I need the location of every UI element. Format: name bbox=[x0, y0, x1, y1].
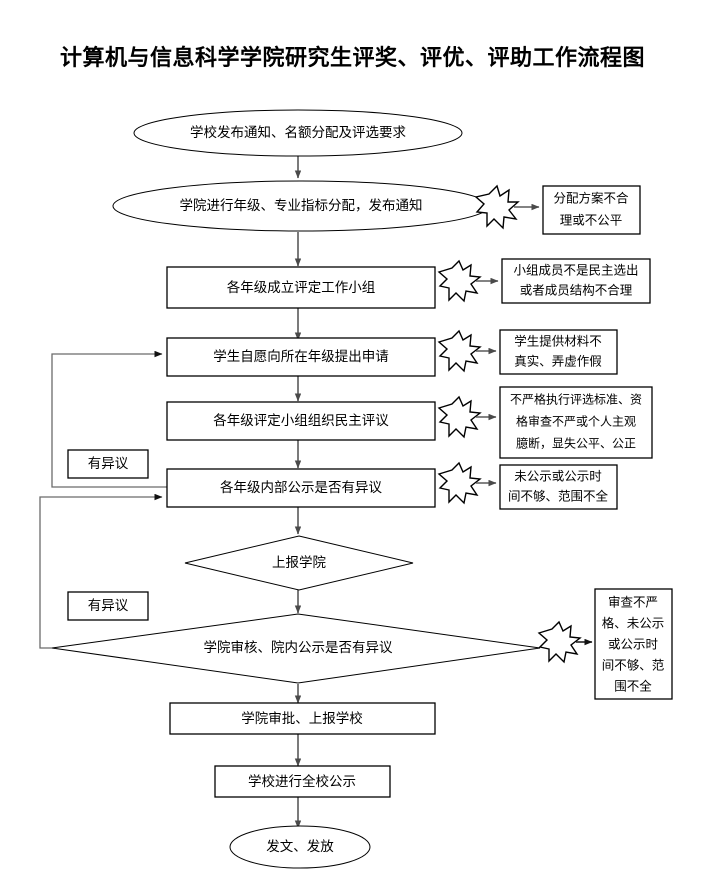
loop-label-objection-1: 有异议 bbox=[67, 449, 149, 479]
node-label: 学院审批、上报学校 bbox=[241, 710, 363, 727]
risk-burst-2 bbox=[437, 259, 499, 303]
node-label: 各年级评定小组组织民主评议 bbox=[213, 413, 389, 429]
risk-note-5: 未公示或公示时 间不够、范围不全 bbox=[499, 464, 618, 510]
risk-note-line: 真实、弄虚作假 bbox=[514, 354, 602, 369]
node-form-review-group[interactable]: 各年级成立评定工作小组 bbox=[166, 266, 436, 309]
risk-note-line: 围不全 bbox=[614, 679, 652, 694]
risk-note-2: 小组成员不是民主选出 或者成员结构不合理 bbox=[501, 258, 651, 304]
page-title: 计算机与信息科学学院研究生评奖、评优、评助工作流程图 bbox=[59, 45, 645, 71]
loop-label-text: 有异议 bbox=[88, 598, 129, 614]
risk-note-line: 未公示或公示时 bbox=[514, 469, 602, 484]
node-shape-ellipse bbox=[229, 825, 371, 869]
risk-note-line: 格审查不严或个人主观 bbox=[516, 414, 636, 429]
risk-note-line: 格、未公示 bbox=[602, 616, 665, 631]
burst-icon bbox=[437, 395, 482, 439]
node-label: 发文、发放 bbox=[266, 839, 334, 855]
node-shape-rect bbox=[166, 337, 436, 377]
feedback-loop-inner bbox=[51, 350, 167, 488]
node-democratic-evaluation[interactable]: 各年级评定小组组织民主评议 bbox=[166, 401, 436, 441]
burst-icon bbox=[437, 259, 482, 303]
node-grade-publicity[interactable]: 各年级内部公示是否有异议 bbox=[166, 468, 436, 508]
risk-burst-3 bbox=[437, 329, 497, 373]
node-student-apply[interactable]: 学生自愿向所在年级提出申请 bbox=[166, 337, 436, 377]
node-shape-diamond bbox=[51, 613, 541, 684]
risk-note-4: 不严格执行评选标准、资 格审查不严或个人主观 臆断，显失公平、公正 bbox=[499, 386, 653, 459]
risk-note-line: 间不够、范 bbox=[602, 658, 665, 673]
risk-burst-5 bbox=[437, 461, 497, 505]
burst-icon bbox=[437, 461, 482, 505]
node-label: 学校发布通知、名额分配及评选要求 bbox=[190, 124, 406, 141]
risk-note-line: 审查不严 bbox=[608, 595, 658, 610]
loop-label-box bbox=[67, 591, 149, 621]
node-shape-ellipse bbox=[133, 109, 463, 157]
risk-note-box bbox=[594, 588, 673, 700]
node-shape-rect bbox=[166, 266, 436, 309]
risk-note-line: 不严格执行评选标准、资 bbox=[510, 392, 642, 407]
node-college-review-publicity[interactable]: 学院审核、院内公示是否有异议 bbox=[51, 613, 541, 684]
node-label: 上报学院 bbox=[272, 555, 326, 571]
risk-note-box bbox=[542, 185, 641, 235]
risk-note-3: 学生提供材料不 真实、弄虚作假 bbox=[499, 329, 618, 375]
risk-note-line: 理或不公平 bbox=[560, 213, 623, 228]
node-label: 学校进行全校公示 bbox=[248, 773, 356, 790]
node-shape-rect bbox=[166, 401, 436, 441]
risk-note-box bbox=[499, 329, 618, 375]
risk-note-line: 小组成员不是民主选出 bbox=[513, 263, 638, 278]
node-school-notice[interactable]: 学校发布通知、名额分配及评选要求 bbox=[133, 109, 463, 157]
risk-note-6: 审查不严 格、未公示 或公示时 间不够、范 围不全 bbox=[594, 588, 673, 700]
risk-note-line: 间不够、范围不全 bbox=[508, 489, 609, 504]
node-college-approve[interactable]: 学院审批、上报学校 bbox=[169, 702, 436, 735]
burst-icon bbox=[437, 329, 482, 373]
loop-label-text: 有异议 bbox=[88, 456, 129, 472]
node-college-allocation[interactable]: 学院进行年级、专业指标分配，发布通知 bbox=[112, 180, 490, 232]
burst-icon bbox=[474, 184, 520, 230]
node-issue-and-disburse[interactable]: 发文、发放 bbox=[229, 825, 371, 869]
node-label: 各年级内部公示是否有异议 bbox=[220, 480, 382, 496]
risk-note-line: 分配方案不合 bbox=[553, 191, 629, 206]
loop-label-objection-2: 有异议 bbox=[67, 591, 149, 621]
node-shape-rect bbox=[166, 468, 436, 508]
node-label: 学院进行年级、专业指标分配，发布通知 bbox=[180, 197, 423, 214]
risk-note-1: 分配方案不合 理或不公平 bbox=[542, 185, 641, 235]
risk-burst-4 bbox=[437, 395, 497, 439]
burst-icon bbox=[537, 620, 582, 664]
node-shape-rect bbox=[169, 702, 436, 735]
risk-note-box bbox=[499, 464, 618, 510]
loop-label-box bbox=[67, 449, 149, 479]
node-school-publicity[interactable]: 学校进行全校公示 bbox=[214, 765, 391, 798]
node-shape-diamond bbox=[184, 535, 414, 591]
node-label: 学院审核、院内公示是否有异议 bbox=[204, 640, 393, 656]
risk-note-line: 臆断，显失公平、公正 bbox=[516, 436, 636, 451]
risk-burst-1 bbox=[474, 184, 540, 230]
node-report-to-college[interactable]: 上报学院 bbox=[184, 535, 414, 591]
risk-burst-6 bbox=[537, 620, 593, 664]
risk-note-line: 或者成员结构不合理 bbox=[520, 283, 633, 298]
feedback-loop-outer bbox=[39, 493, 163, 649]
risk-note-line: 学生提供材料不 bbox=[514, 334, 602, 349]
risk-note-box bbox=[501, 258, 651, 304]
risk-note-line: 或公示时 bbox=[608, 637, 659, 652]
node-label: 学生自愿向所在年级提出申请 bbox=[213, 349, 389, 365]
node-shape-rect bbox=[214, 765, 391, 798]
node-label: 各年级成立评定工作小组 bbox=[227, 280, 376, 296]
risk-note-box bbox=[499, 386, 653, 459]
